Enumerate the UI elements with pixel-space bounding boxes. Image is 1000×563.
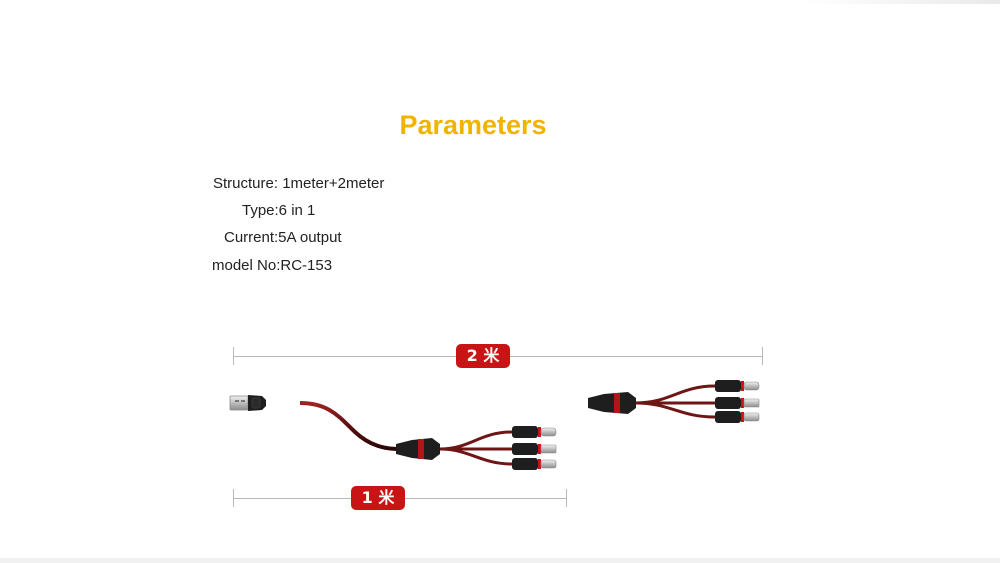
- dimension-1m-right-tick: [566, 489, 567, 507]
- dimension-2m-right-tick: [762, 347, 763, 365]
- page-title: Parameters: [399, 110, 547, 140]
- spec-type: Type:6 in 1: [242, 202, 316, 219]
- length-badge-2m: 2 米: [456, 344, 510, 368]
- spec-current: Current:5A output: [224, 229, 342, 246]
- plug-2m-top: [715, 380, 760, 392]
- branch-1m-split-top: [439, 430, 513, 451]
- plug-1m-mid: [512, 443, 557, 455]
- splitter-1m: [396, 438, 440, 460]
- branch-1m-cable: [299, 401, 401, 451]
- length-badge-1m: 1 米: [351, 486, 405, 510]
- bottom-rule: [0, 558, 1000, 563]
- plug-1m-bot: [512, 458, 557, 470]
- spec-model: model No:RC-153: [212, 257, 333, 274]
- plug-2m-bot: [715, 411, 760, 423]
- branch-1m-split-bot: [439, 447, 513, 466]
- splitter-2m: [588, 392, 636, 414]
- plug-2m-mid: [715, 397, 760, 409]
- branch-2m-split-top: [635, 384, 716, 405]
- usb-a-connector: [229, 395, 266, 411]
- spec-structure: Structure: 1meter+2meter: [213, 175, 385, 192]
- top-shade: [0, 0, 1000, 4]
- branch-2m-split-bot: [635, 401, 716, 419]
- plug-1m-top: [512, 426, 557, 438]
